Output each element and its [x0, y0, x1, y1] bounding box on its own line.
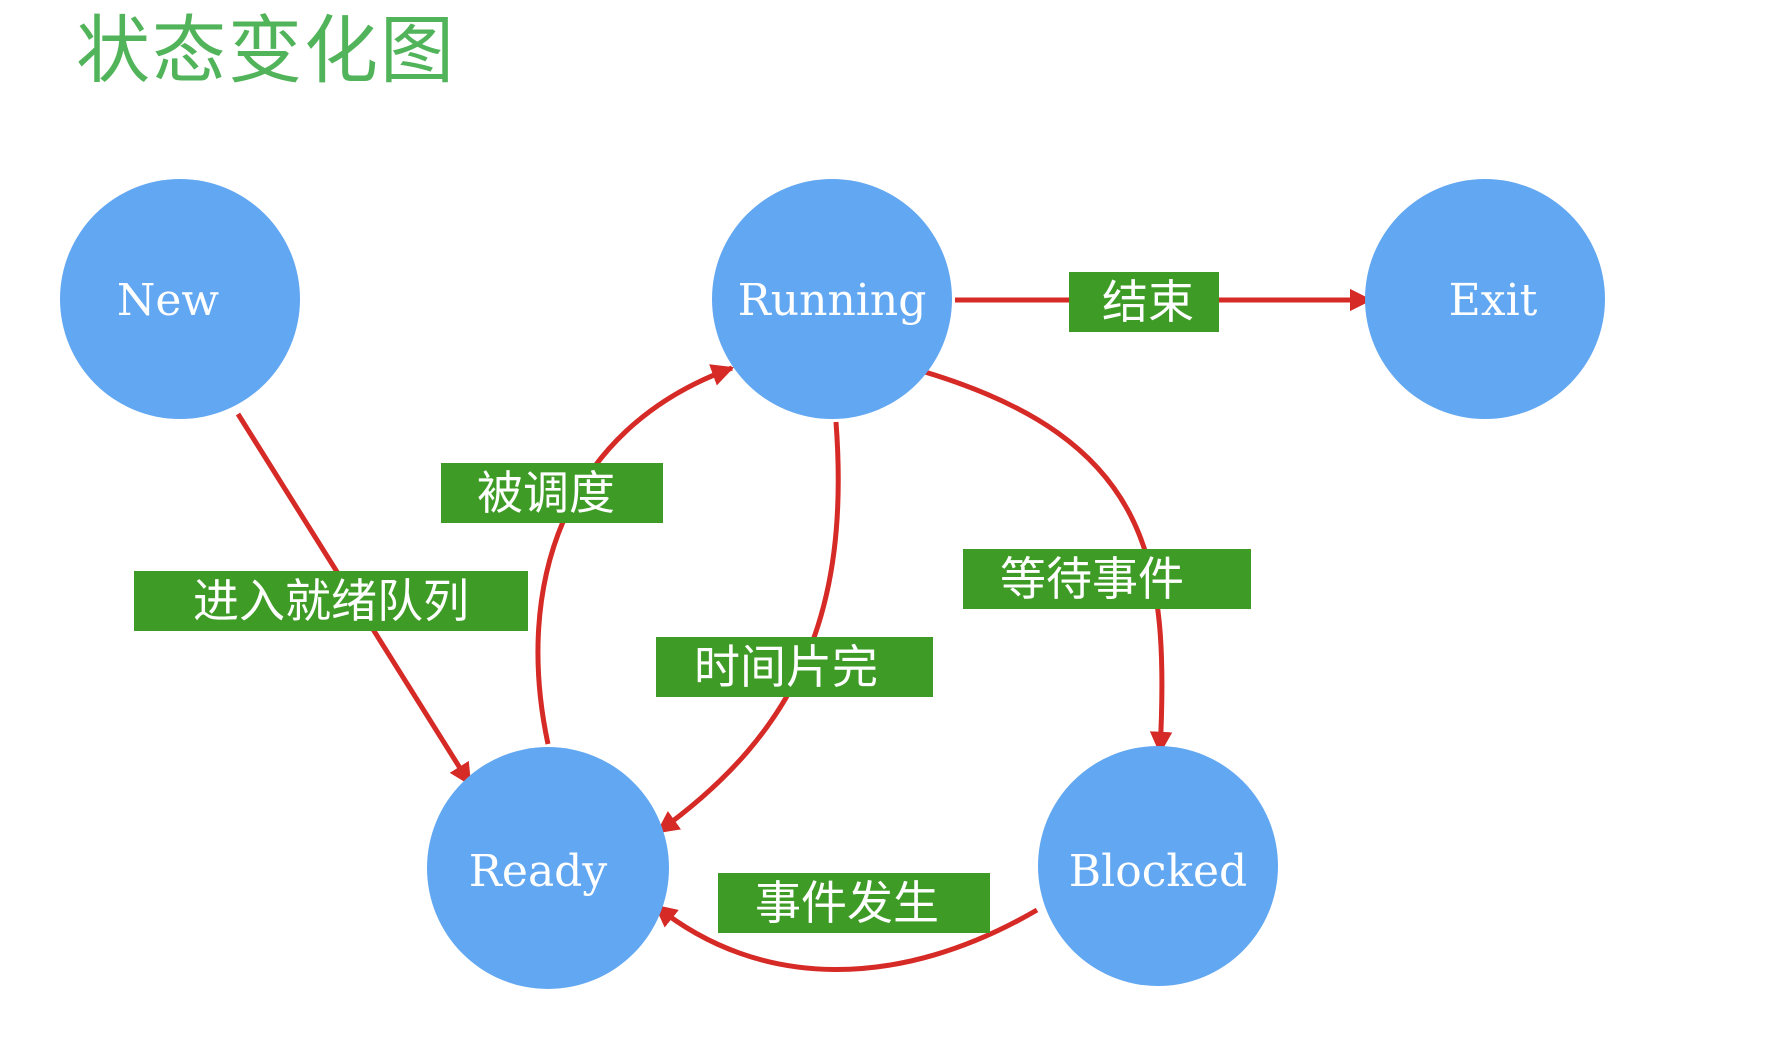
node-blocked-circle	[1038, 746, 1278, 986]
edge-label-ready-to-running: 被调度	[441, 463, 663, 523]
node-exit-label: Exit	[1449, 275, 1538, 326]
edge-label-running-to-blocked-text: 等待事件	[1000, 552, 1184, 606]
node-ready-label: Ready	[469, 846, 608, 897]
edge-running-to-ready	[656, 421, 841, 835]
edge-label-running-to-exit-box	[1069, 272, 1219, 332]
edge-label-running-to-ready: 时间片完	[656, 637, 933, 697]
edge-label-running-to-ready-box	[656, 637, 933, 697]
node-running: Running	[712, 179, 952, 419]
node-blocked-label: Blocked	[1069, 846, 1247, 897]
page-title: 状态变化图	[76, 8, 456, 94]
edge-label-running-to-ready-text: 时间片完	[694, 640, 878, 694]
edge-label-running-to-exit-text: 结束	[1102, 275, 1194, 329]
edge-label-ready-to-running-text: 被调度	[477, 466, 615, 520]
edge-label-running-to-blocked-box	[963, 549, 1251, 609]
node-exit: Exit	[1365, 179, 1605, 419]
edge-label-new-to-ready-text: 进入就绪队列	[193, 574, 469, 628]
node-new-circle	[60, 179, 300, 419]
node-new: New	[60, 179, 300, 419]
node-new-label: New	[117, 275, 220, 326]
edge-label-running-to-exit: 结束	[1069, 272, 1219, 332]
edge-label-ready-to-running-box	[441, 463, 663, 523]
edge-label-blocked-to-ready: 事件发生	[718, 873, 990, 933]
edge-label-blocked-to-ready-box	[718, 873, 990, 933]
node-running-circle	[712, 179, 952, 419]
edge-label-new-to-ready-box	[134, 571, 528, 631]
edge-blocked-to-ready	[654, 904, 1039, 972]
node-ready: Ready	[427, 747, 669, 989]
node-ready-circle	[427, 747, 669, 989]
node-exit-circle	[1365, 179, 1605, 419]
node-blocked: Blocked	[1038, 746, 1278, 986]
edge-label-blocked-to-ready-text: 事件发生	[755, 876, 939, 930]
node-running-label: Running	[738, 275, 927, 326]
edge-running-to-blocked	[924, 369, 1173, 755]
edge-label-running-to-blocked: 等待事件	[963, 549, 1251, 609]
edge-label-new-to-ready: 进入就绪队列	[134, 571, 528, 631]
